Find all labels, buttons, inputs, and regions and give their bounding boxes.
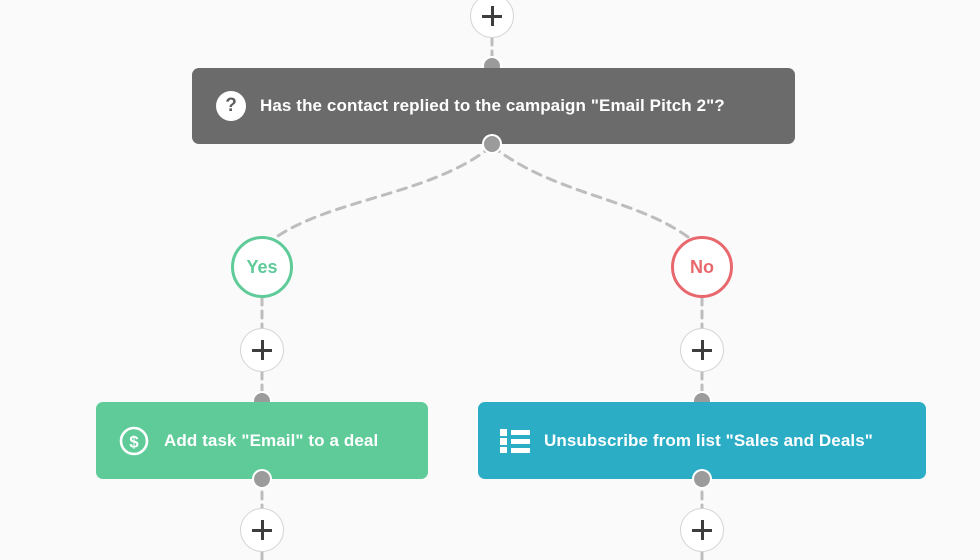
branch-label-yes[interactable]: Yes <box>231 236 293 298</box>
add-step-button-below-unsubscribe[interactable] <box>680 508 724 552</box>
add-step-button-yes[interactable] <box>240 328 284 372</box>
svg-text:$: $ <box>129 432 139 451</box>
node-action-unsubscribe-label: Unsubscribe from list "Sales and Deals" <box>544 430 873 450</box>
wire-condition-to-yes <box>270 144 494 242</box>
node-action-unsubscribe-from-list[interactable]: Unsubscribe from list "Sales and Deals" <box>478 402 926 479</box>
node-action-deal-label: Add task "Email" to a deal <box>164 430 379 450</box>
add-step-button-no[interactable] <box>680 328 724 372</box>
socket-condition-bottom[interactable] <box>484 136 500 152</box>
socket-unsubscribe-bottom[interactable] <box>694 471 710 487</box>
branch-yes-label: Yes <box>246 257 278 277</box>
wire-condition-to-no <box>490 144 694 242</box>
question-mark-icon: ? <box>216 91 246 121</box>
dollar-circle-icon: $ <box>118 425 150 457</box>
add-step-button-below-deal[interactable] <box>240 508 284 552</box>
branch-label-no[interactable]: No <box>671 236 733 298</box>
node-condition-label: Has the contact replied to the campaign … <box>260 96 725 115</box>
add-step-button-top[interactable] <box>470 0 514 38</box>
node-condition-campaign-replied[interactable]: ? Has the contact replied to the campaig… <box>192 68 795 144</box>
list-icon <box>500 428 530 454</box>
branch-no-label: No <box>690 257 714 277</box>
socket-deal-bottom[interactable] <box>254 471 270 487</box>
node-action-add-task-to-deal[interactable]: $ Add task "Email" to a deal <box>96 402 428 479</box>
